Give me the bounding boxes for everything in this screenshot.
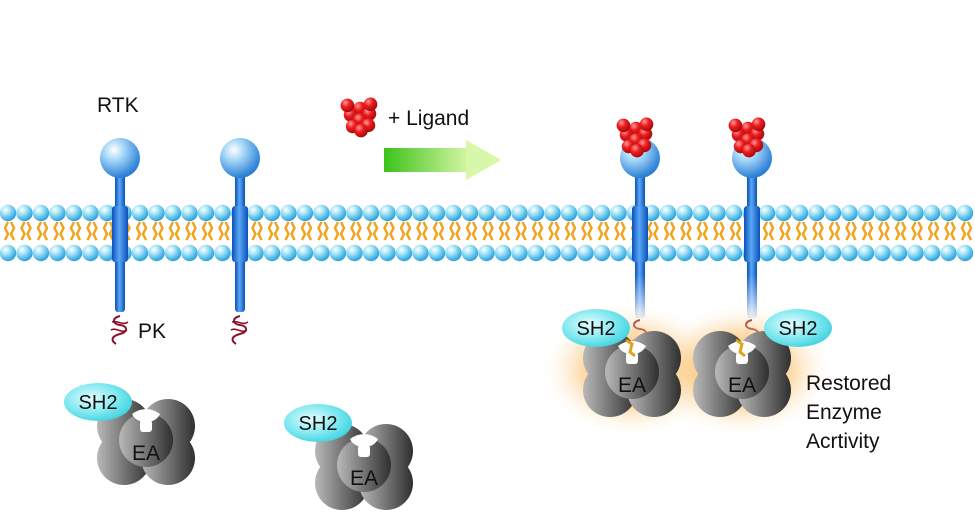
ligand-label: + Ligand <box>388 107 469 130</box>
enzyme-acceptor <box>315 424 413 510</box>
free-enzyme-complex: EA SH2 <box>64 383 195 485</box>
bound-enzyme-complex: EA SH2 <box>693 309 832 417</box>
cell-membrane <box>0 204 974 262</box>
phospho-site-icon <box>625 338 636 358</box>
sh2-label: SH2 <box>577 318 616 340</box>
sh2-domain <box>64 383 132 421</box>
ea-label: EA <box>728 374 756 397</box>
sh2-domain <box>764 309 832 347</box>
sh2-label: SH2 <box>299 413 338 435</box>
free-enzyme-complex: EA SH2 <box>284 404 413 510</box>
ea-label: EA <box>618 374 646 397</box>
rtk-receptor-active <box>616 117 660 349</box>
rtk-receptor <box>100 138 140 345</box>
pk-label: PK <box>138 320 166 343</box>
sh2-label: SH2 <box>779 318 818 340</box>
receptor-head <box>100 138 140 178</box>
sh2-domain <box>284 404 352 442</box>
activation-arrow <box>384 140 501 180</box>
restored-label-line-2: Enzyme <box>806 401 882 424</box>
bound-enzyme-complex: EA SH2 <box>562 309 681 417</box>
ea-label: EA <box>132 442 160 465</box>
sh2-domain <box>562 309 630 347</box>
sh2-label: SH2 <box>79 392 118 414</box>
restored-label-line-3: Acrtivity <box>806 430 880 453</box>
ea-label: EA <box>350 467 378 490</box>
bound-ligand-icon <box>616 117 654 158</box>
rtk-label: RTK <box>97 94 139 117</box>
rtk-receptor <box>220 138 260 345</box>
bound-ligand-icon <box>728 117 766 158</box>
restored-label-line-1: Restored <box>806 372 891 395</box>
rtk-receptor-active <box>728 117 772 349</box>
ligand-icon <box>340 97 378 138</box>
receptor-head <box>220 138 260 178</box>
enzyme-acceptor <box>693 331 791 417</box>
phospho-site-icon <box>735 338 746 358</box>
